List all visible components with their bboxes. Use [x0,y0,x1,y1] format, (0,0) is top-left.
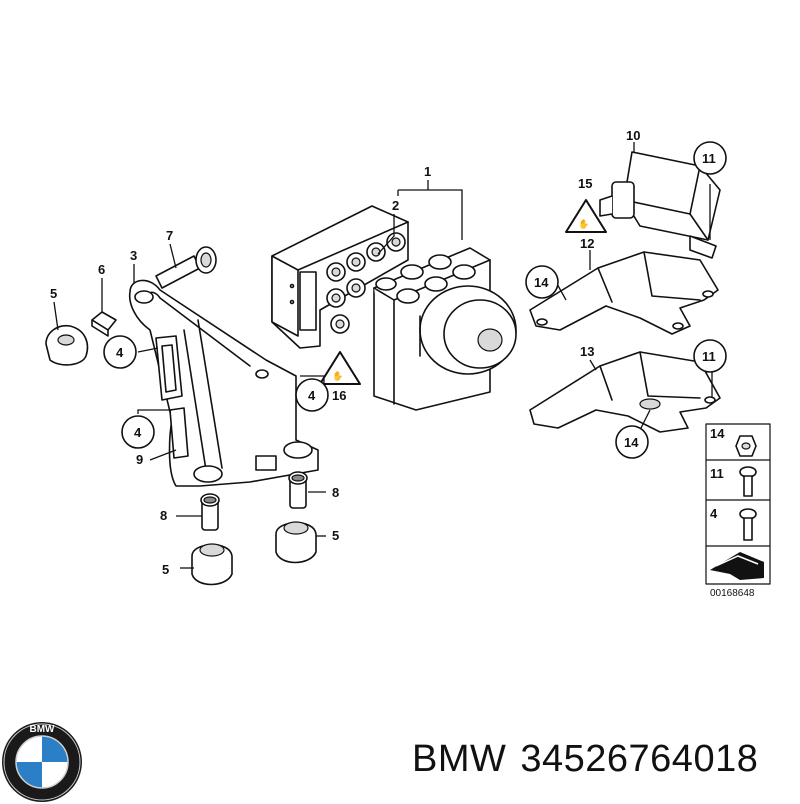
support-13 [529,351,721,433]
logo-lettering: BMW [30,724,56,735]
callout-4c: 4 [308,388,316,403]
callout-16: 16 [332,388,346,403]
callout-12: 12 [580,236,594,251]
callout-11a: 11 [702,151,716,166]
drawing-number: 00168648 [710,588,755,599]
callout-15: 15 [578,176,592,191]
callout-3: 3 [130,248,137,263]
callout-14b: 14 [624,435,639,450]
callout-labels: 1 2 3 6 7 5 9 8 8 5 5 16 10 15 12 13 4 4… [50,128,727,577]
callout-10: 10 [626,128,640,143]
callout-8b: 8 [332,485,339,500]
part-caption: BMW 34526764018 [412,738,772,781]
callout-7: 7 [166,228,173,243]
callout-5b: 5 [162,562,169,577]
callout-2: 2 [392,198,399,213]
legend-4: 4 [710,506,718,521]
hydraulic-unit [271,205,517,411]
svg-text:✋: ✋ [332,370,343,381]
callout-6: 6 [98,262,105,277]
legend-11: 11 [710,466,724,481]
leader-lines [53,142,713,569]
fastener-legend: 14 11 4 00168648 [705,423,771,599]
callout-1: 1 [424,164,431,179]
callout-9: 9 [136,452,143,467]
callout-5a: 5 [50,286,57,301]
warning-triangle-15: ✋ [565,199,607,233]
callout-11b: 11 [702,349,716,364]
bracket [128,279,319,487]
yaw-rate-sensor [599,151,721,259]
callout-4b: 4 [134,425,142,440]
callout-13: 13 [580,344,594,359]
support-12 [529,251,719,335]
bmw-logo: BMW [2,722,82,802]
callout-5c: 5 [332,528,339,543]
legend-14: 14 [710,426,725,441]
svg-text:✋: ✋ [578,218,589,229]
small-parts [45,246,317,586]
warning-triangle-16: ✋ [319,351,361,385]
brand-name: BMW [412,738,507,780]
callout-4a: 4 [116,345,124,360]
part-number: 34526764018 [520,738,759,780]
callout-8a: 8 [160,508,167,523]
callout-14a: 14 [534,275,549,290]
